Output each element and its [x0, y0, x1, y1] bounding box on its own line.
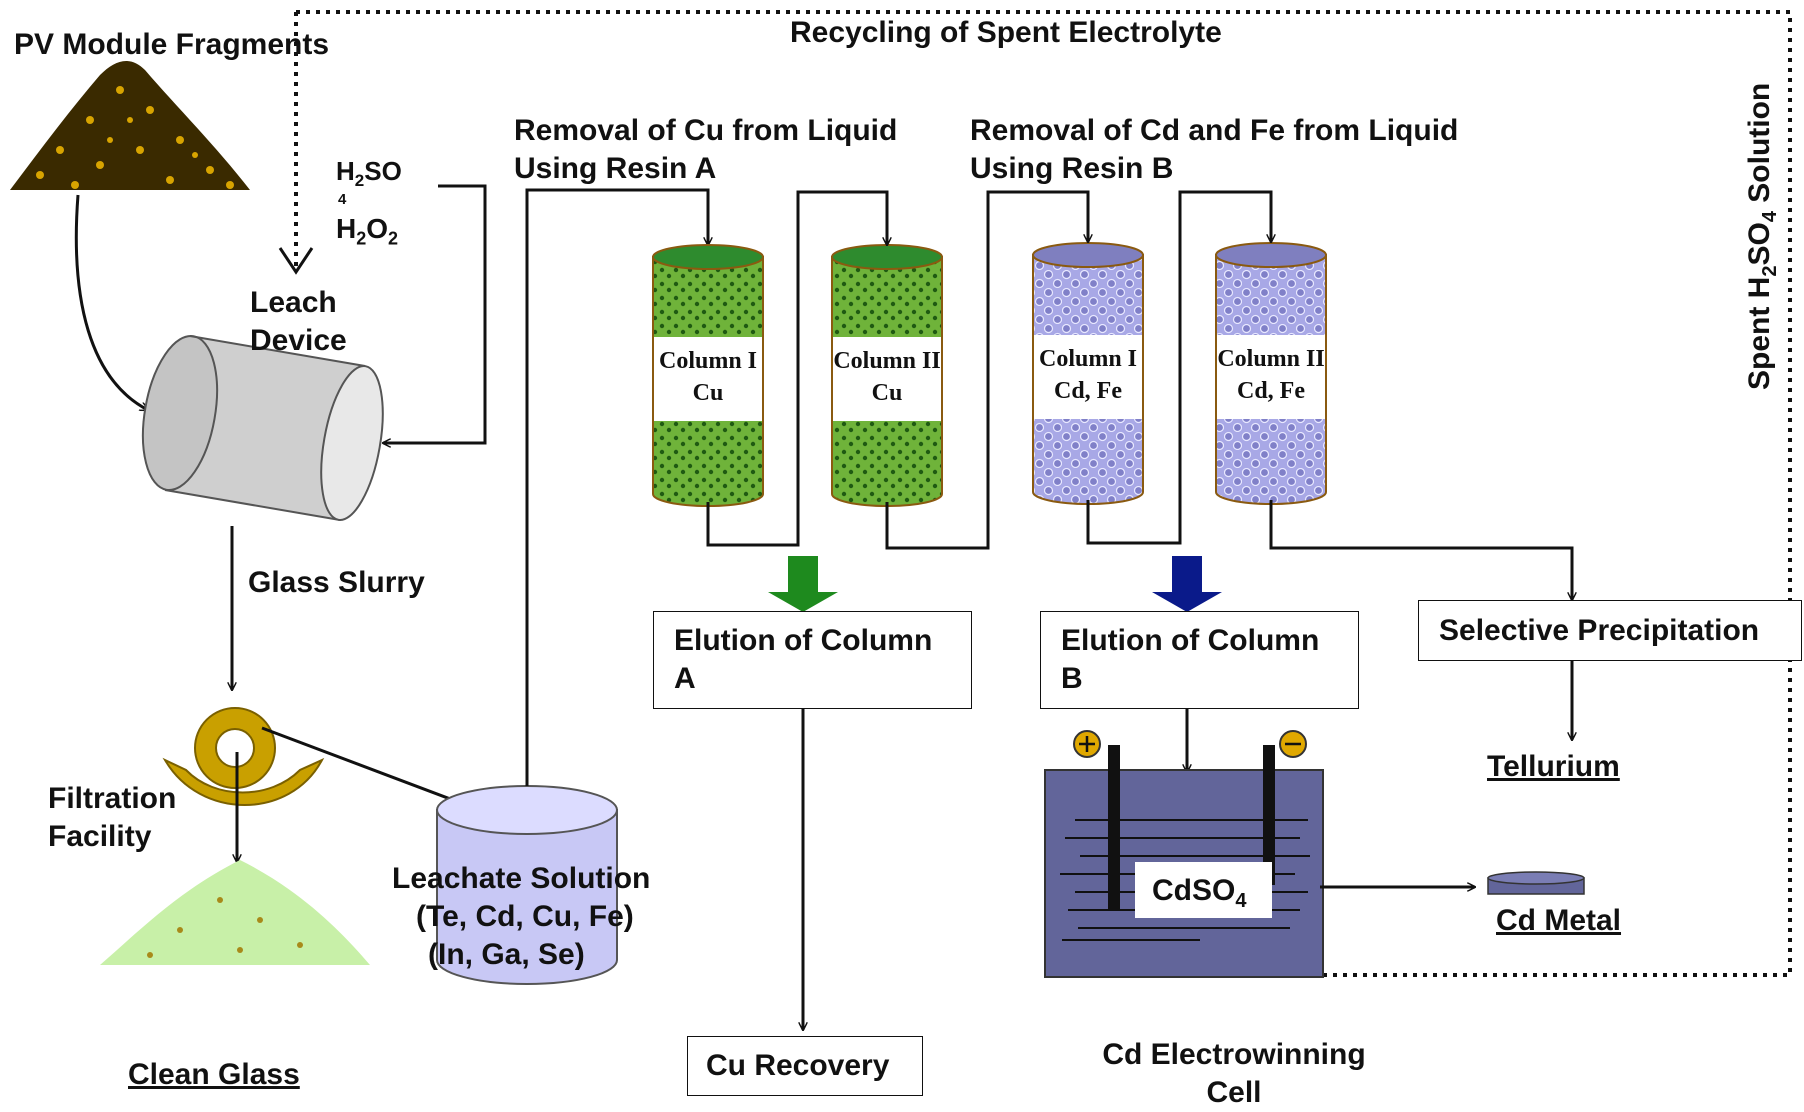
col-b1-to-b2-line	[1086, 190, 1271, 545]
cu-recovery-label: Cu Recovery	[706, 1049, 890, 1082]
h2so4-label: H2SO	[336, 156, 402, 191]
elution-b-line-1: Elution of Column	[1061, 624, 1320, 657]
spent-solution-label: Spent H2SO4 Solution	[1743, 82, 1781, 390]
leachate-label-1: Leachate Solution	[392, 862, 651, 895]
column-b2-label-line-1: Column II	[1217, 346, 1325, 372]
cd-metal-disc	[1487, 871, 1585, 895]
column-b2-label-line-2: Cd, Fe	[1237, 378, 1305, 404]
leachate-to-resin-a-line	[525, 188, 708, 786]
glass-slurry-label: Glass Slurry	[248, 566, 425, 599]
column-b1-label-line-1: Column I	[1038, 346, 1138, 372]
leachate-tank	[436, 785, 618, 985]
elution-b-line-2: B	[1061, 662, 1083, 695]
electrowinning-label-2: Cell	[1206, 1076, 1262, 1109]
removal-cdfe-label-2: Using Resin B	[970, 152, 1174, 185]
pv-module-fragments-label: PV Module Fragments	[14, 28, 330, 61]
electrowinning-label-1: Cd Electrowinning	[1102, 1038, 1366, 1071]
elution-b-arrow	[1152, 556, 1222, 612]
elution-b-box: Elution of Column B	[1040, 611, 1359, 709]
column-a2	[831, 244, 943, 507]
leachate-label-2: (Te, Cd, Cu, Fe)	[416, 900, 634, 933]
column-b2	[1215, 242, 1327, 505]
electrowinning-cell	[1044, 730, 1324, 978]
filtration-label-1: Filtration	[48, 782, 177, 815]
leach-device	[141, 334, 384, 521]
col-a2-to-b1-line	[885, 190, 1088, 550]
clean-glass-label: Clean Glass	[128, 1058, 300, 1091]
recycling-title: Recycling of Spent Electrolyte	[790, 16, 1222, 49]
cu-recovery-box: Cu Recovery	[687, 1036, 923, 1096]
column-a2-label-line-2: Cu	[871, 380, 903, 406]
selective-precipitation-box: Selective Precipitation	[1418, 600, 1802, 661]
column-b2-label: Column II Cd, Fe	[1196, 343, 1346, 407]
h2o2-label: H2O2	[336, 213, 399, 249]
elution-a-line-1: Elution of Column	[674, 624, 933, 657]
removal-cu-label-1: Removal of Cu from Liquid	[514, 114, 898, 147]
filtration-facility	[162, 707, 325, 806]
cdso4-label: CdSO4	[1152, 874, 1247, 912]
col-b2-to-precipitation-line	[1269, 500, 1572, 600]
pv-fragments-heap	[10, 60, 250, 191]
column-b1-label-line-2: Cd, Fe	[1054, 378, 1122, 404]
column-a1-label-line-2: Cu	[692, 380, 724, 406]
column-b1-label: Column I Cd, Fe	[1013, 343, 1163, 407]
column-a2-label-line-1: Column II	[833, 348, 941, 374]
arrow-fragments-to-leach	[74, 194, 148, 412]
elution-a-box: Elution of Column A	[653, 611, 972, 709]
recycling-return-arrowhead	[278, 247, 314, 275]
leachate-label-3: (In, Ga, Se)	[428, 938, 585, 971]
filtration-label-2: Facility	[48, 820, 152, 853]
cd-metal-label: Cd Metal	[1496, 904, 1622, 937]
removal-cdfe-label-1: Removal of Cd and Fe from Liquid	[970, 114, 1459, 147]
tellurium-label: Tellurium	[1487, 750, 1620, 783]
col-a1-to-a2-line	[706, 190, 887, 547]
column-a2-label: Column II Cu	[812, 345, 962, 409]
removal-cu-label-2: Using Resin A	[514, 152, 717, 185]
elution-a-arrow	[768, 556, 838, 612]
column-a1	[652, 244, 764, 507]
recycling-boundary	[296, 10, 1792, 977]
elution-a-line-2: A	[674, 662, 696, 695]
column-a1-label-line-1: Column I	[658, 348, 758, 374]
h2so4-subscript-4: 4	[338, 191, 347, 208]
clean-glass-heap	[100, 860, 370, 965]
leach-device-label-2: Device	[250, 324, 347, 357]
column-b1	[1032, 242, 1144, 505]
leach-device-label-1: Leach	[250, 286, 337, 319]
column-a1-label: Column I Cu	[633, 345, 783, 409]
reagent-feed-line	[383, 184, 487, 443]
selective-precipitation-label: Selective Precipitation	[1439, 614, 1760, 647]
